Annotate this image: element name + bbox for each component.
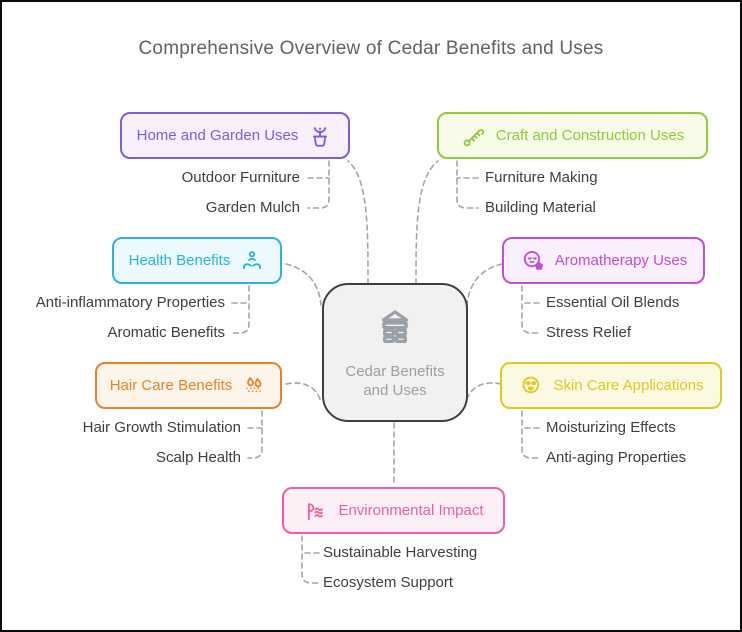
stem-hair — [247, 410, 263, 459]
connector-center-craft — [415, 160, 439, 285]
connector-center-home — [347, 160, 369, 285]
saw-icon — [461, 123, 487, 149]
sub-item-label: Anti-aging Properties — [546, 449, 687, 466]
node-label: Skin Care Applications — [553, 377, 704, 394]
node-label: Craft and Construction Uses — [495, 127, 685, 144]
node-label: Environmental Impact — [338, 502, 484, 519]
sub-item-label: Stress Relief — [546, 324, 632, 341]
diagram-title: Comprehensive Overview of Cedar Benefits… — [138, 38, 604, 59]
sub-item-label: Ecosystem Support — [323, 574, 454, 591]
node-label: Hair Care Benefits — [109, 377, 233, 394]
sub-item-label: Building Material — [485, 199, 596, 216]
sub-item-label: Garden Mulch — [205, 199, 300, 216]
sub-item-label: Furniture Making — [485, 169, 598, 186]
sub-item-label: Outdoor Furniture — [181, 169, 300, 186]
node-health-benefits: Health Benefits — [112, 237, 282, 284]
stem-health — [231, 285, 250, 334]
sub-item-label: Sustainable Harvesting — [323, 544, 478, 561]
connector-center-hair — [285, 382, 322, 404]
sub-item-label: Essential Oil Blends — [546, 294, 680, 311]
node-center-cedar-benefits-and-uses: Cedar Benefits and Uses — [322, 283, 468, 422]
connector-center-aroma — [466, 263, 503, 306]
node-label: Aromatherapy Uses — [554, 252, 688, 269]
stem-aroma — [521, 285, 540, 334]
sub-item-label: Moisturizing Effects — [546, 419, 676, 436]
center-node-label: Cedar Benefits and Uses — [345, 363, 445, 399]
connector-center-health — [285, 263, 322, 306]
node-hair-care-benefits: Hair Care Benefits — [95, 362, 282, 409]
sub-item-label: Scalp Health — [155, 449, 241, 466]
node-aromatherapy-uses: Aromatherapy Uses — [502, 237, 705, 284]
landscape-waves-icon — [303, 498, 329, 524]
node-label: Health Benefits — [128, 252, 231, 269]
sub-item-label: Hair Growth Stimulation — [82, 419, 241, 436]
stem-home — [307, 160, 330, 209]
node-label: Home and Garden Uses — [136, 127, 299, 144]
stem-craft — [456, 160, 479, 209]
node-craft-and-construction-uses: Craft and Construction Uses — [437, 112, 708, 159]
care-hands-icon — [239, 248, 265, 274]
hair-follicle-icon — [241, 373, 267, 399]
sub-item-label: Anti-inflammatory Properties — [35, 294, 225, 311]
face-mask-icon — [518, 373, 544, 399]
stem-skin — [521, 410, 540, 459]
sub-item-label: Aromatic Benefits — [107, 324, 225, 341]
node-skin-care-applications: Skin Care Applications — [500, 362, 722, 409]
potted-plant-icon — [307, 123, 333, 149]
relaxed-face-icon — [520, 248, 546, 274]
stem-env — [301, 535, 320, 584]
cedar-tree-icon — [372, 305, 418, 356]
connector-center-skin — [465, 382, 502, 404]
node-home-and-garden-uses: Home and Garden Uses — [120, 112, 350, 159]
node-environmental-impact: Environmental Impact — [282, 487, 505, 534]
